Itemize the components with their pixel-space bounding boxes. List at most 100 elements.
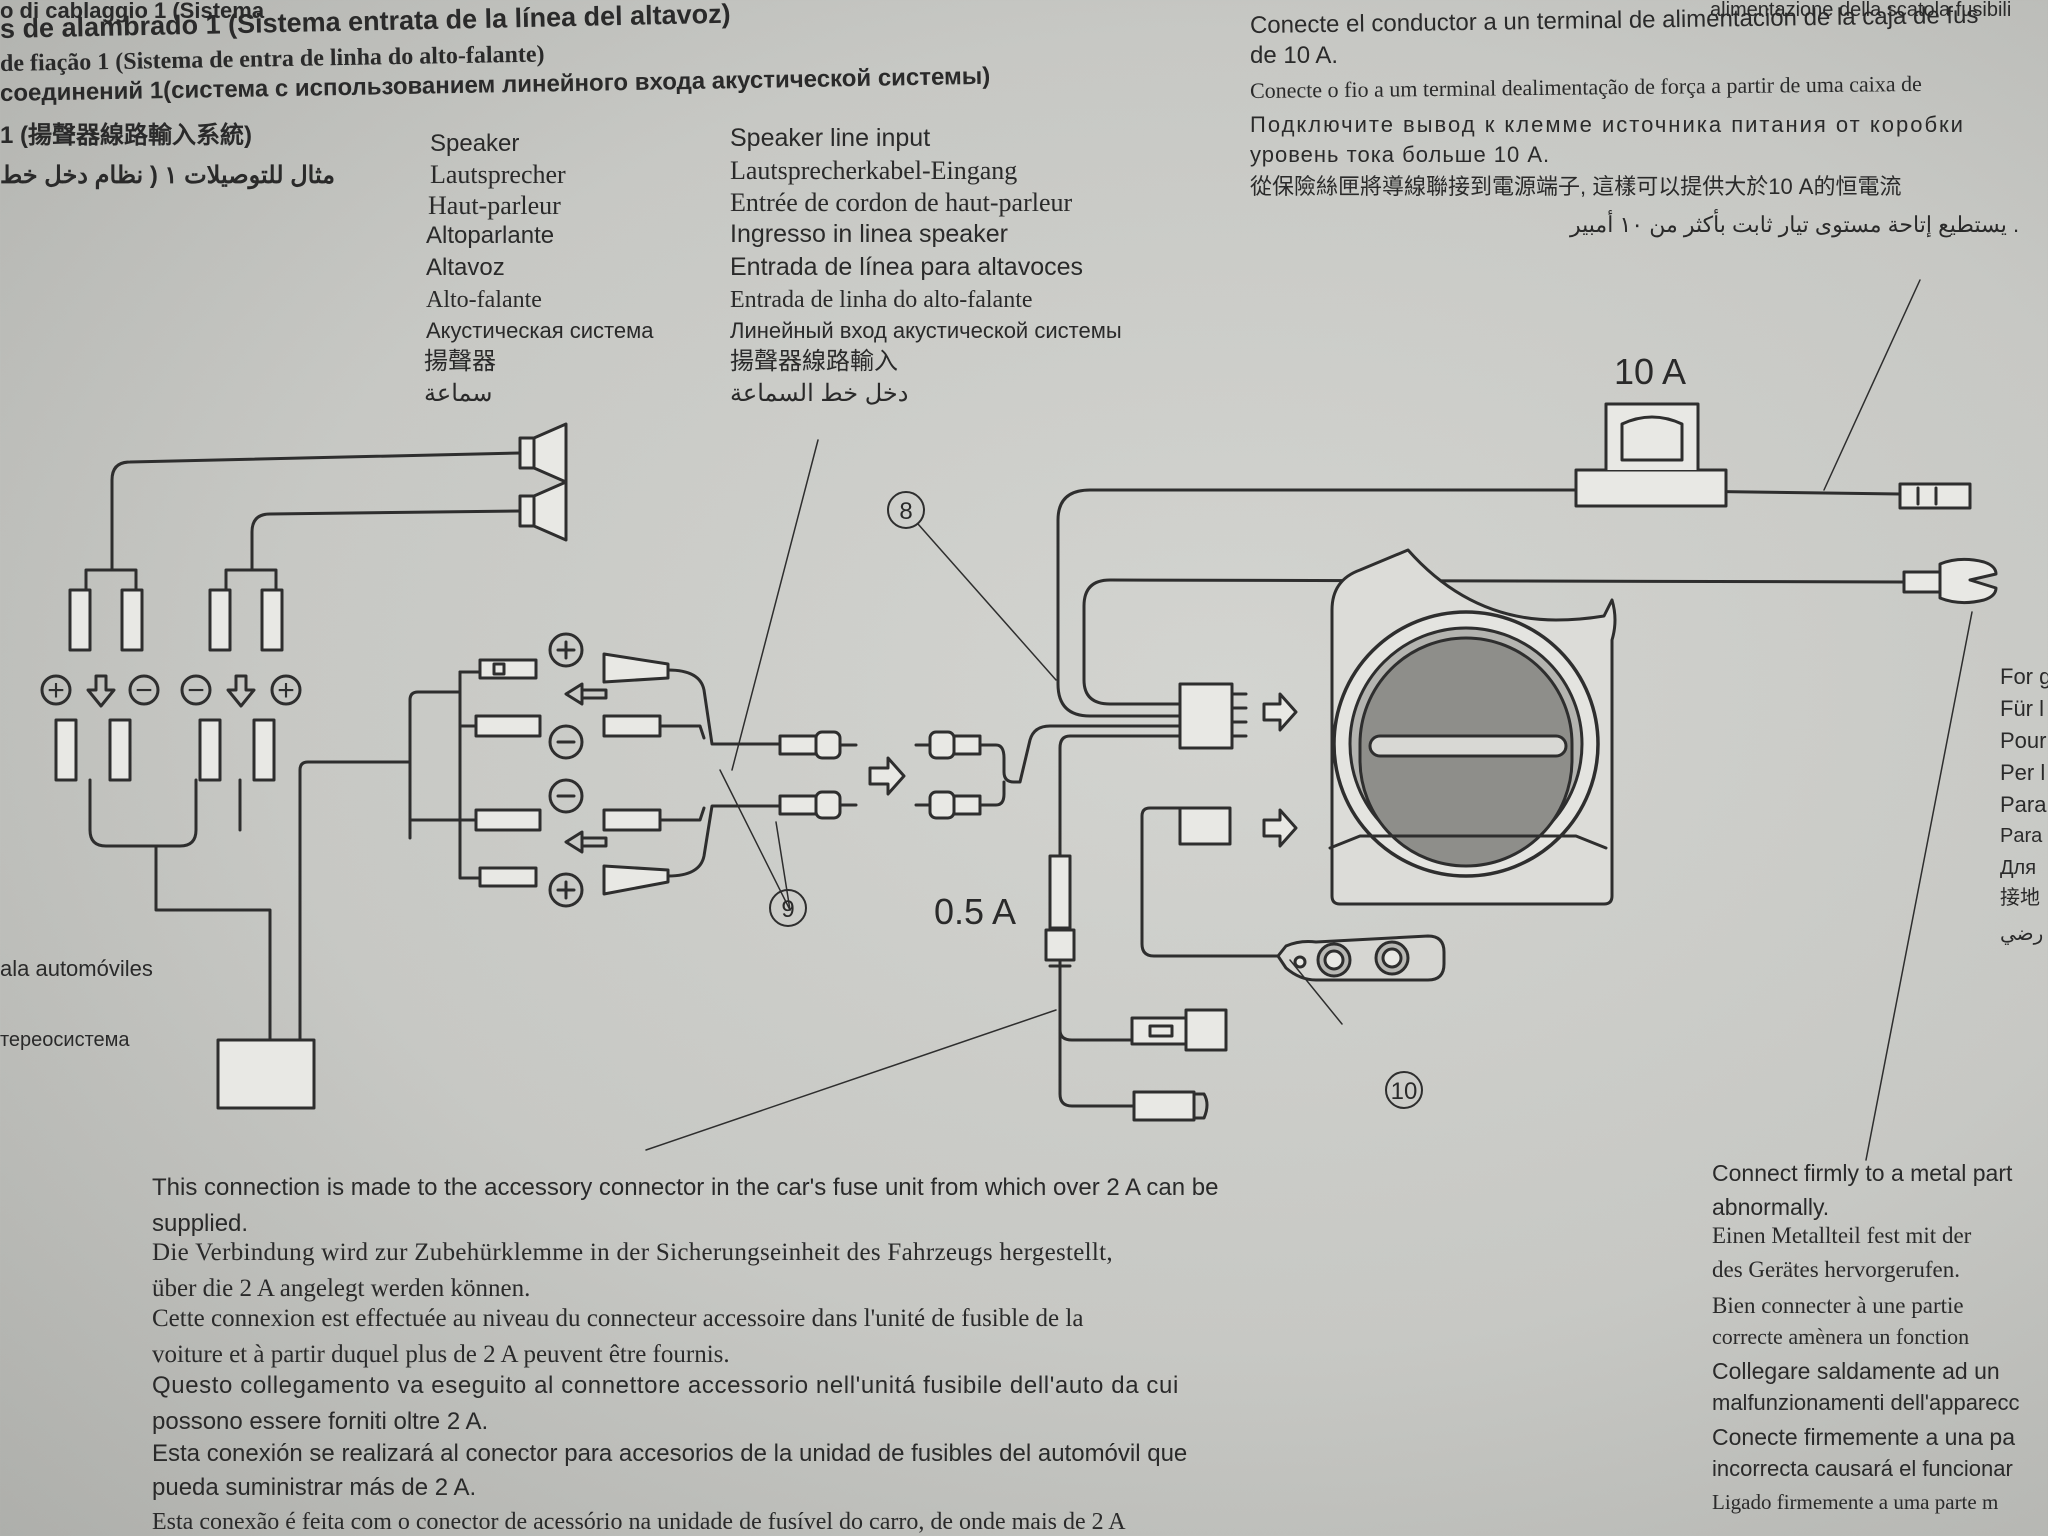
leader-line bbox=[645, 1009, 1057, 1151]
right-partial-label: Para bbox=[2000, 792, 2047, 817]
line-wire bbox=[658, 724, 706, 740]
leader-line bbox=[1865, 611, 1973, 1161]
minus-sign: − bbox=[135, 674, 153, 707]
line-input-label: 揚聲器線路輸入 bbox=[730, 348, 898, 375]
leader-line bbox=[775, 821, 791, 911]
line-input-label: Lautsprecherkabel-Eingang bbox=[730, 156, 1018, 185]
subwoofer-icon bbox=[1328, 548, 1617, 906]
speaker-label: 揚聲器 bbox=[424, 348, 496, 375]
ground-note-line: malfunzionamenti dell'apparecc bbox=[1712, 1390, 2020, 1415]
stereo-wire bbox=[88, 778, 198, 848]
split-connector bbox=[54, 588, 144, 782]
speaker-label: Altavoz bbox=[426, 254, 505, 281]
connect-arrow bbox=[1262, 808, 1298, 848]
header-left-line-5: 1 (揚聲器線路輸入系統) bbox=[0, 122, 252, 149]
plus-sign: + bbox=[277, 674, 295, 707]
subwoofer-connector bbox=[1178, 682, 1234, 750]
line-input-label: Entrada de linha do alto-falante bbox=[730, 287, 1033, 313]
header-right-line-5: Подключите вывод к клемме источника пита… bbox=[1250, 112, 1965, 137]
note-line: possono essere forniti oltre 2 A. bbox=[152, 1408, 489, 1435]
speaker-label: Speaker bbox=[430, 130, 520, 157]
speaker-label: Акустическая система bbox=[426, 318, 654, 343]
left-partial-label: тереосистема bbox=[0, 1029, 130, 1051]
header-right-line-7: 從保險絲匣將導線聯接到電源端子, 這樣可以提供大於10 A的恒電流 bbox=[1250, 174, 1902, 199]
ground-wire bbox=[1082, 578, 1906, 706]
ground-note-line: correcte amènera un fonction bbox=[1712, 1324, 1970, 1349]
header-left-line-1: o di cablaggio 1 (Sistema bbox=[0, 0, 265, 23]
remote-connector bbox=[1178, 806, 1232, 846]
leader-line bbox=[719, 769, 791, 911]
ground-note-line: des Gerätes hervorgerufen. bbox=[1712, 1257, 1960, 1282]
ground-terminal-icon bbox=[1902, 557, 1998, 605]
ground-note-line: Einen Metallteil fest mit der bbox=[1712, 1223, 1972, 1248]
right-partial-label: Для bbox=[2000, 857, 2037, 879]
ground-note-line: Collegare saldamente ad un bbox=[1712, 1358, 2000, 1384]
connect-arrow bbox=[868, 756, 906, 796]
right-partial-label: Per l bbox=[2000, 760, 2046, 785]
speaker-label: Lautsprecher bbox=[430, 160, 566, 189]
header-right-line-8: يستطيع إتاحة مستوى تيار ثابت بأكثر من ١٠… bbox=[1570, 212, 2020, 237]
header-left-line-6: مثال للتوصيلات ١ ( نظام دخل خط bbox=[0, 162, 336, 189]
callout-8: 8 bbox=[899, 498, 912, 525]
fuse-10a bbox=[1574, 402, 1728, 508]
speaker-wire bbox=[84, 451, 522, 592]
leader-line bbox=[731, 439, 819, 771]
adapter-wire bbox=[408, 670, 462, 840]
minus-sign: − bbox=[187, 674, 205, 707]
callout-9: 9 bbox=[781, 896, 794, 923]
note-line: This connection is made to the accessory… bbox=[152, 1174, 1219, 1201]
note-line: über die 2 A angelegt werden können. bbox=[152, 1275, 531, 1302]
polarity-symbols bbox=[40, 674, 302, 708]
line-input-label: Ingresso in linea speaker bbox=[730, 220, 1008, 248]
rca-jack bbox=[914, 730, 982, 820]
speaker-wire bbox=[250, 568, 278, 592]
line-input-label: دخل خط السماعة bbox=[730, 380, 909, 407]
fuse-10a-label: 10 A bbox=[1614, 351, 1686, 392]
speaker-label: سماعة bbox=[424, 380, 493, 407]
acc-wire bbox=[1058, 734, 1182, 862]
ground-note-line: abnormally. bbox=[1712, 1194, 1830, 1220]
stereo-wire bbox=[154, 844, 272, 1042]
speaker-label: Haut-parleur bbox=[428, 191, 561, 220]
note-line: Cette connexion est effectuée au niveau … bbox=[152, 1305, 1084, 1332]
speaker-icon bbox=[518, 422, 568, 484]
callout-10: 10 bbox=[1391, 1078, 1418, 1105]
callout-circle bbox=[887, 491, 925, 529]
line-wire bbox=[666, 668, 782, 746]
line-input-label: Entrée de cordon de haut-parleur bbox=[730, 188, 1073, 217]
speaker-label: Altoparlante bbox=[426, 222, 555, 249]
right-partial-label: رضي bbox=[2000, 923, 2044, 945]
power-wire bbox=[1056, 488, 1578, 718]
split-connector bbox=[198, 588, 284, 782]
connect-arrow bbox=[1262, 692, 1298, 732]
header-right-line-1: alimentazione della scatola fusibili bbox=[1710, 0, 2012, 21]
line-input-label: Entrada de línea para altavoces bbox=[730, 253, 1084, 281]
rca-plug bbox=[778, 730, 858, 820]
plus-sign: + bbox=[47, 674, 65, 707]
rca-wire bbox=[978, 724, 1182, 784]
note-line: Esta conexão é feita com o conector de a… bbox=[152, 1509, 1126, 1535]
right-partial-label: For g bbox=[2000, 664, 2048, 689]
line-input-label: Speaker line input bbox=[730, 124, 931, 152]
leader-line bbox=[1823, 279, 1921, 491]
ground-note-line: incorrecta causará el funcionar bbox=[1712, 1456, 2013, 1481]
acc-wire bbox=[1058, 1004, 1136, 1108]
right-partial-label: 接地 bbox=[2000, 887, 2040, 909]
leader-line bbox=[1289, 959, 1343, 1025]
remote-controller-icon bbox=[1276, 934, 1446, 982]
note-line: pueda suministrar más de 2 A. bbox=[152, 1474, 477, 1501]
ground-note-line: Ligado firmemente a uma parte m bbox=[1712, 1490, 1999, 1514]
adapter-plug bbox=[474, 658, 542, 888]
header-right-line-3: de 10 A. bbox=[1250, 42, 1339, 69]
line-wire bbox=[666, 804, 782, 878]
note-line: voiture et à partir duquel plus de 2 A p… bbox=[152, 1341, 730, 1368]
callout-circle bbox=[769, 889, 807, 927]
polarity-symbols bbox=[548, 632, 608, 908]
speaker-wire bbox=[110, 568, 138, 592]
speaker-plug bbox=[602, 652, 670, 896]
speaker-icon bbox=[518, 480, 568, 542]
line-input-label: Линейный вход акустической системы bbox=[730, 318, 1122, 343]
fuse-05a bbox=[1048, 854, 1072, 930]
right-partial-label: Für l bbox=[2000, 696, 2044, 721]
